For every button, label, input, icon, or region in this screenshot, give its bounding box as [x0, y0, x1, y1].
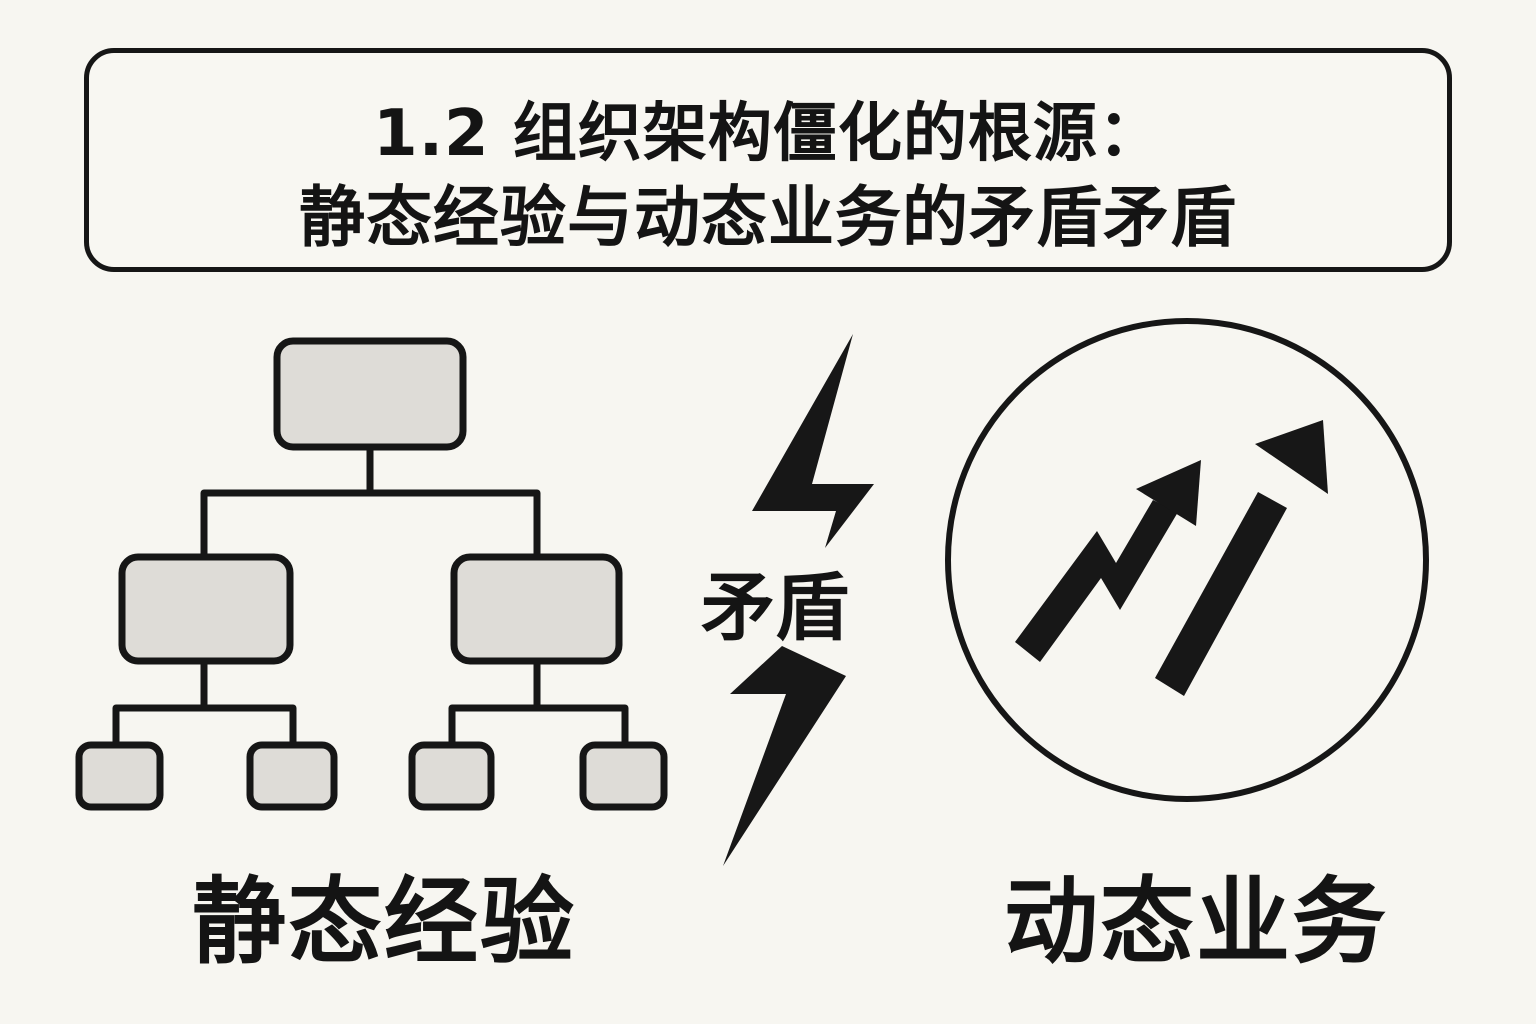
org-box-bottom-2 [246, 741, 338, 811]
org-box-bottom-4 [579, 741, 668, 811]
dynamic-business-label: 动态业务 [1003, 868, 1388, 977]
org-box-bottom-3 [408, 741, 495, 811]
lightning-bolt-icon [723, 334, 874, 866]
org-box-mid-right [450, 553, 623, 665]
title-line-1: 1.2 组织架构僵化的根源： [373, 97, 1163, 171]
lightning-upper [752, 334, 874, 548]
lightning-lower [723, 646, 846, 866]
org-box-mid-left [118, 553, 294, 665]
conflict-label: 矛盾 [701, 565, 849, 651]
org-box-bottom-1 [75, 741, 164, 811]
org-chart-icon [75, 337, 668, 811]
title-box [84, 48, 1452, 272]
trending-up-arrows-icon [945, 318, 1429, 802]
title-line-2: 静态经验与动态业务的矛盾矛盾 [299, 179, 1237, 256]
business-circle [945, 318, 1429, 802]
org-box-top [273, 337, 467, 451]
static-experience-label: 静态经验 [191, 868, 576, 977]
